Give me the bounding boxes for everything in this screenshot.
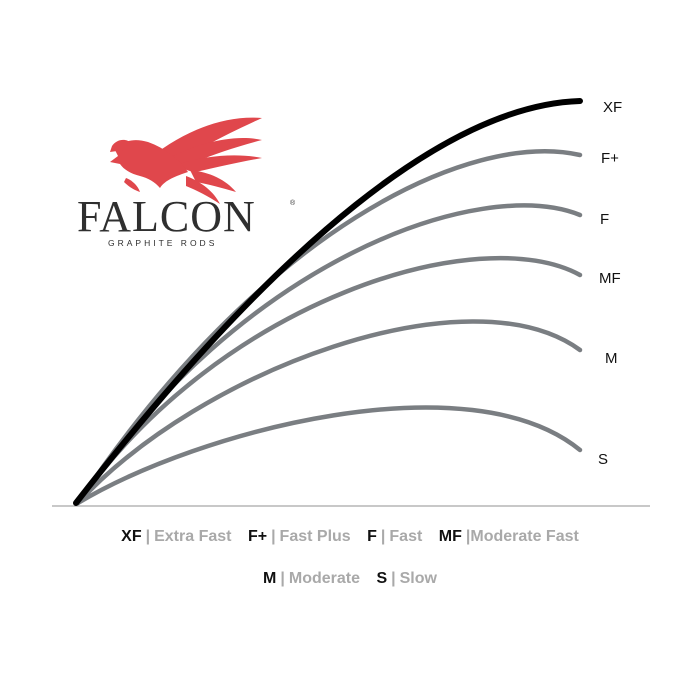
- falcon-bird-icon: [110, 117, 262, 204]
- legend-row-2: M|Moderate S|Slow: [0, 570, 700, 588]
- legend-desc-f: Fast: [389, 528, 423, 545]
- curve-label-mf: MF: [599, 270, 621, 287]
- logo-registered-mark: ®: [290, 199, 296, 207]
- curve-slow: [75, 405, 583, 506]
- legend-code-m: M: [263, 570, 277, 587]
- legend-separator: |: [391, 570, 396, 587]
- curve-label-m: M: [605, 350, 618, 367]
- curve-moderate-fast: [75, 255, 583, 506]
- curve-moderate: [75, 319, 583, 506]
- legend-code-s: S: [376, 570, 388, 587]
- legend-desc-fp: Fast Plus: [279, 528, 351, 545]
- legend-code-fp: F+: [247, 528, 268, 545]
- falcon-logo: FALCON ® GRAPHITE RODS: [77, 117, 296, 248]
- legend-code-f: F: [367, 528, 377, 545]
- curve-label-fp: F+: [601, 150, 619, 167]
- curve-label-s: S: [598, 451, 608, 468]
- legend-desc-s: Slow: [399, 570, 437, 587]
- curve-fast: [75, 203, 583, 506]
- legend-desc-xf: Extra Fast: [154, 528, 232, 545]
- legend-code-mf: MF: [438, 528, 462, 545]
- curve-extra-fast: [73, 98, 583, 506]
- rod-curves: [73, 98, 583, 506]
- curve-label-f: F: [600, 211, 609, 228]
- logo-brand-text: FALCON: [77, 192, 256, 241]
- legend-desc-mf: Moderate Fast: [470, 528, 579, 545]
- legend-separator: |: [271, 528, 276, 545]
- legend-separator: |: [380, 528, 386, 545]
- legend-row-1: XF|Extra Fast F+|Fast Plus F|Fast MF|Mod…: [0, 528, 700, 546]
- legend-separator: |: [145, 528, 151, 545]
- legend-separator: |: [465, 528, 471, 545]
- legend-separator: |: [280, 570, 285, 587]
- legend-desc-m: Moderate: [288, 570, 360, 587]
- logo-tagline: GRAPHITE RODS: [108, 238, 217, 248]
- legend-code-xf: XF: [121, 528, 142, 545]
- curve-label-xf: XF: [603, 99, 622, 116]
- curve-fast-plus: [75, 149, 583, 506]
